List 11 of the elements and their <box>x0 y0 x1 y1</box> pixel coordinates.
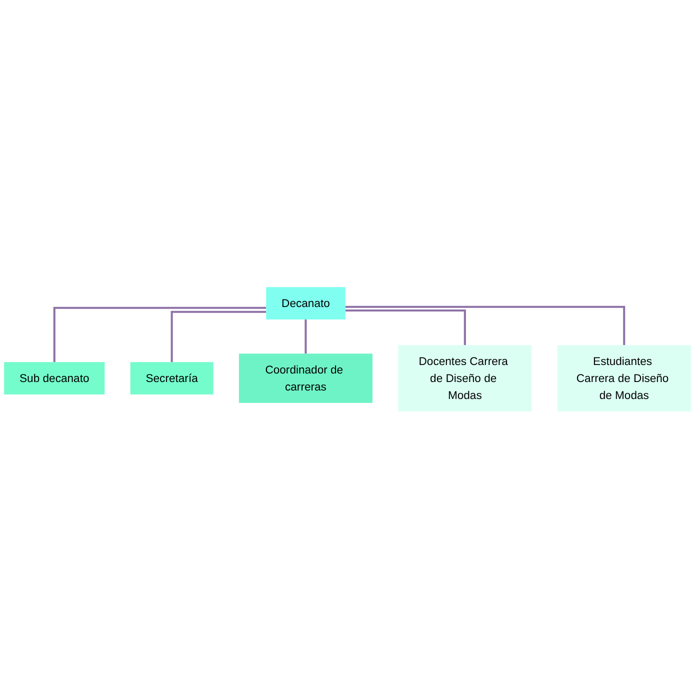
connector <box>345 310 466 346</box>
node-box: Decanato <box>266 287 346 320</box>
node-box: Secretaría <box>130 362 214 395</box>
connector <box>304 318 307 354</box>
node-box: Docentes Carrera de Diseño de Modas <box>398 345 532 412</box>
connector <box>53 307 266 362</box>
node-box: Sub decanato <box>4 362 105 395</box>
node-box: Estudiantes Carrera de Diseño de Modas <box>557 345 691 412</box>
connector <box>170 311 266 362</box>
node-box: Coordinador de carreras <box>238 354 372 404</box>
connector <box>345 306 626 346</box>
